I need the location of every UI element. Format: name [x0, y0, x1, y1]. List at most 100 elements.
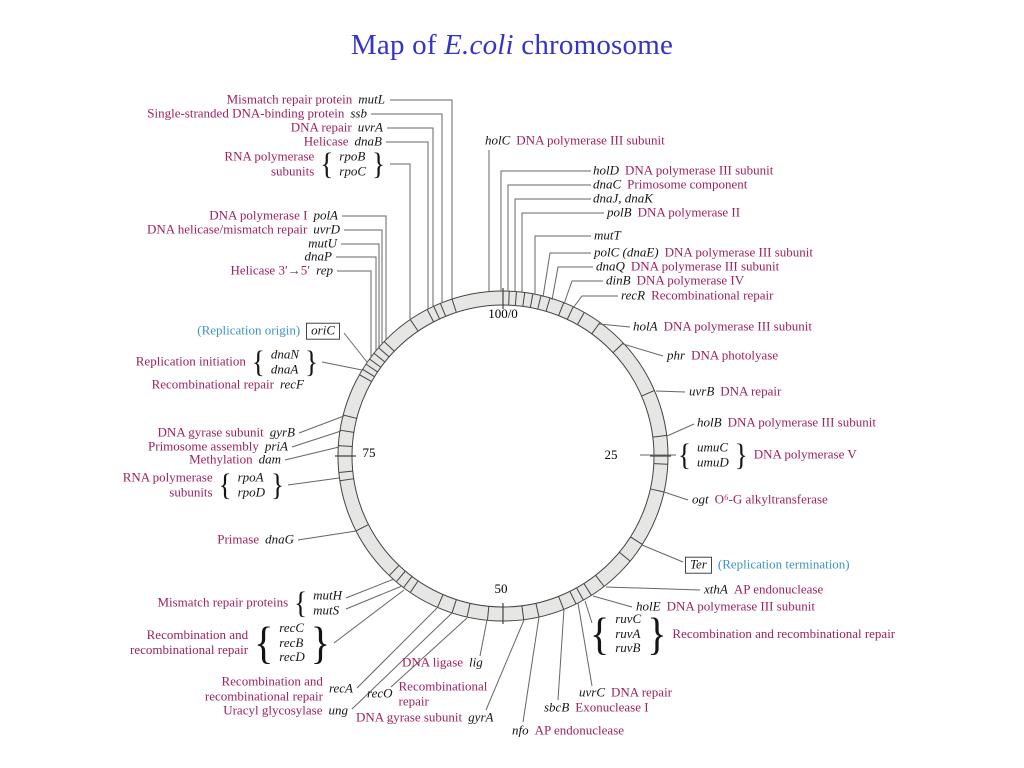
- description: DNA repair: [720, 383, 782, 399]
- label-xthA: xthA AP endonuclease: [704, 581, 824, 598]
- brace: }: [305, 344, 318, 380]
- description: DNA gyrase subunit: [356, 709, 463, 725]
- brace: {: [590, 607, 610, 660]
- brace: {: [254, 616, 274, 669]
- gene-names: dnaJ, dnaK: [593, 190, 653, 207]
- brace: }: [310, 616, 330, 669]
- gene-name: uvrB: [689, 383, 715, 399]
- description: AP endonuclease: [733, 581, 824, 597]
- gene-names: recA: [329, 681, 353, 697]
- description: DNA polymerase III subunit: [727, 414, 876, 430]
- gene-names: ogt: [692, 491, 709, 508]
- title-prefix: Map of: [350, 29, 445, 61]
- gene-name: dinB: [606, 272, 631, 288]
- description: Recombinational repair: [151, 376, 274, 392]
- gene-name: recD: [279, 649, 305, 665]
- brace: {: [218, 467, 232, 503]
- gene-name: dnaQ: [596, 258, 625, 274]
- gene-names: uvrC: [579, 684, 605, 701]
- description: Uracyl glycosylase: [223, 702, 323, 718]
- label-dnaJ-dnaK: dnaJ, dnaK: [593, 190, 653, 207]
- description: Exonuclease I: [575, 699, 649, 715]
- gene-name: recB: [279, 634, 304, 650]
- gene-names: priA: [264, 438, 288, 455]
- description: DNA polymerase III subunit: [663, 318, 812, 334]
- gene-names: holA: [633, 319, 658, 335]
- gene-names: holB: [697, 414, 722, 431]
- gene-name: uvrC: [579, 684, 605, 700]
- description: Helicase 3′→5′: [230, 262, 311, 278]
- label-recF: Recombinational repair recF: [151, 376, 304, 393]
- gene-name: uvrD: [313, 221, 340, 237]
- gene-name: dnaJ, dnaK: [593, 190, 653, 206]
- gene-names: recF: [280, 377, 304, 393]
- description: DNA polymerase III subunit: [664, 244, 814, 260]
- description: Replication initiation: [135, 353, 246, 369]
- gene-names: mutU: [308, 236, 337, 252]
- description: AP endonuclease: [534, 722, 625, 738]
- gene-name: rpoC: [339, 163, 367, 178]
- gene-name: ssb: [350, 105, 367, 121]
- gene-names: dnaB: [355, 134, 382, 150]
- gene-name: dnaP: [304, 248, 332, 264]
- gene-name: rep: [316, 262, 333, 278]
- gene-names: polB: [607, 205, 632, 221]
- gene-name: xthA: [704, 581, 728, 597]
- description: Methylation: [189, 451, 253, 467]
- gene-name: uvrA: [357, 119, 383, 135]
- label-mutL: Mismatch repair protein mutL: [226, 91, 385, 108]
- gene-name: dam: [258, 451, 281, 467]
- description: DNA polymerase III subunit: [666, 598, 815, 614]
- label-dnaP: dnaP: [304, 248, 332, 265]
- gene-name: ruvC: [615, 611, 642, 627]
- minute-label-75: 75: [362, 445, 376, 460]
- gene-names: dnaG: [265, 532, 294, 548]
- description: Single-stranded DNA-binding protein: [147, 105, 345, 121]
- gene-name: mutS: [313, 602, 340, 617]
- label-dam: Methylation dam: [189, 451, 281, 468]
- gene-name: umuD: [696, 454, 729, 469]
- brace: }: [271, 467, 284, 503]
- gene-names: dnaC: [593, 177, 621, 193]
- leader-lines: [284, 99, 701, 723]
- gene-name: ung: [328, 702, 349, 718]
- gene-name: holB: [697, 414, 722, 430]
- description: Recombinational repair: [651, 287, 774, 303]
- gene-name: sbcB: [544, 699, 570, 715]
- description: DNA ligase: [402, 654, 464, 670]
- description: DNA polymerase I: [209, 207, 308, 223]
- gene-name: holD: [593, 162, 619, 178]
- gene-name: ruvB: [615, 640, 641, 656]
- gene-name: priA: [264, 438, 288, 454]
- gene-names: rep: [316, 262, 333, 279]
- label-oriC: (Replication origin)oriC: [197, 322, 340, 340]
- gene-names: mutL: [358, 91, 385, 108]
- gene-name: lig: [469, 654, 483, 670]
- gene-names: recO: [367, 686, 393, 702]
- description: Mismatch repair protein: [226, 91, 353, 107]
- gene-names: mutT: [594, 228, 621, 244]
- description: DNA gyrase subunit: [157, 424, 264, 440]
- gene-name: nfo: [512, 722, 529, 738]
- label-polA: DNA polymerase I polA: [209, 207, 338, 224]
- gene-names: polA: [313, 208, 338, 224]
- description: DNA photolyase: [691, 347, 779, 363]
- label-rep: Helicase 3′→5′ rep: [230, 262, 333, 279]
- gene-name: ogt: [692, 491, 709, 507]
- brace: {: [251, 344, 265, 380]
- gene-name: mutL: [358, 91, 385, 107]
- brace: }: [647, 607, 667, 660]
